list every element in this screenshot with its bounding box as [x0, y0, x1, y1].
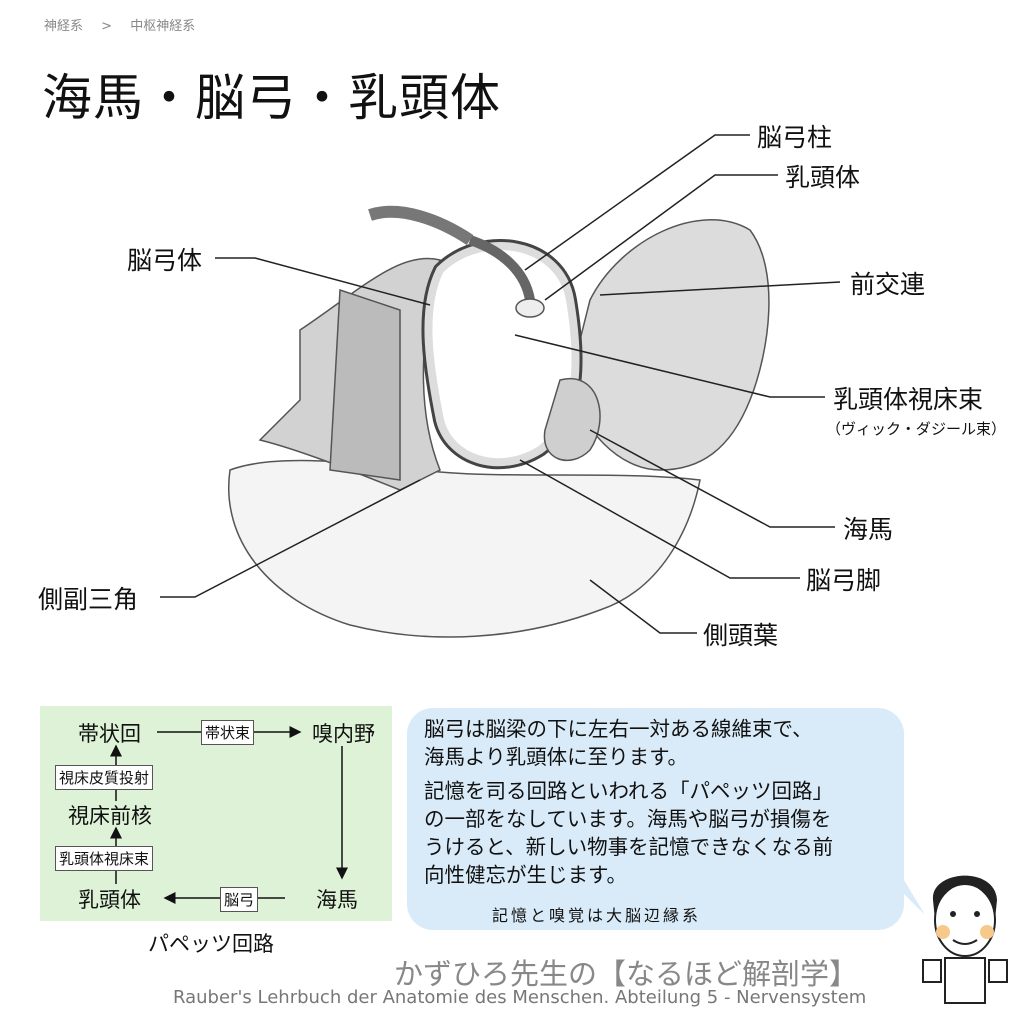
- bubble-line: 記憶を司る回路といわれる「パペッツ回路」: [424, 779, 833, 803]
- label-anterior-commissure: 前交連: [850, 270, 926, 299]
- bubble-line: うけると、新しい物事を記憶できなくなる前: [424, 835, 834, 859]
- breadcrumb-item[interactable]: 中枢神経系: [130, 19, 196, 34]
- bubble-line: の一部をなしています。海馬や脳弓が損傷を: [424, 807, 832, 831]
- brand-title: かずひろ先生の【なるほど解剖学】: [394, 957, 859, 991]
- edge-thalamocortical: 視床皮質投射: [55, 765, 154, 790]
- node-entorhinal: 嗅内野: [312, 722, 375, 746]
- papez-circuit-diagram: 帯状回 嗅内野 海馬 乳頭体 視床前核 帯状束 脳弓 乳頭体視床束 視床皮質投射: [40, 706, 392, 921]
- edge-fornix: 脳弓: [220, 887, 259, 912]
- label-fornix-column: 脳弓柱: [757, 123, 833, 152]
- mammillary-body-shape: [515, 298, 545, 318]
- breadcrumb-separator: >: [101, 19, 113, 34]
- node-hippocampus: 海馬: [316, 888, 358, 912]
- breadcrumb: 神経系 > 中枢神経系: [44, 15, 209, 34]
- label-fornix-body: 脳弓体: [127, 246, 203, 275]
- collateral-trigone-shape: [329, 288, 401, 481]
- mascot-doctor-icon: [922, 875, 1008, 1004]
- bubble-line: 脳弓は脳梁の下に左右一対ある線維束で、: [424, 717, 813, 741]
- brain-illustration: [160, 134, 841, 638]
- node-mammillary: 乳頭体: [78, 888, 141, 912]
- corpus-stub: [368, 205, 474, 246]
- bubble-line: 向性健忘が生じます。: [424, 863, 627, 887]
- node-anterior-nucleus: 視床前核: [68, 804, 152, 828]
- speech-bubble: 脳弓は脳梁の下に左右一対ある線維束で、 海馬より乳頭体に至ります。 記憶を司る回…: [407, 708, 904, 930]
- circuit-caption: パペッツ回路: [148, 932, 274, 956]
- leader-lines: [160, 134, 841, 634]
- hippocampus-shape: [543, 377, 601, 461]
- node-cingulate: 帯状回: [78, 722, 141, 746]
- source-citation: Rauber's Lehrbuch der Anatomie des Mensc…: [173, 987, 867, 1008]
- page-title: 海馬・脳弓・乳頭体: [42, 69, 501, 127]
- breadcrumb-item[interactable]: 神経系: [44, 19, 84, 34]
- label-temporal-lobe: 側頭葉: [703, 621, 779, 650]
- bubble-line: 海馬より乳頭体に至ります。: [424, 745, 689, 769]
- fornix-column: [468, 235, 535, 302]
- handwritten-note: 記憶と嗅覚は大脳辺縁系: [492, 906, 702, 925]
- bubble-tail: [890, 880, 925, 915]
- label-mammillothalamic-tract: 乳頭体視床束: [833, 385, 984, 414]
- brain-drawing: [228, 205, 770, 638]
- edge-cingulum: 帯状束: [201, 720, 255, 745]
- label-vicq-dazyr: （ヴィック・ダジール束）: [826, 420, 1007, 438]
- edge-mammillothalamic: 乳頭体視床束: [55, 846, 154, 871]
- label-fornix-crus: 脳弓脚: [806, 566, 882, 595]
- label-hippocampus: 海馬: [843, 515, 894, 544]
- thalamus-shape: [569, 219, 770, 471]
- label-mammillary-body: 乳頭体: [785, 163, 861, 192]
- label-collateral-trigone: 側副三角: [38, 585, 139, 614]
